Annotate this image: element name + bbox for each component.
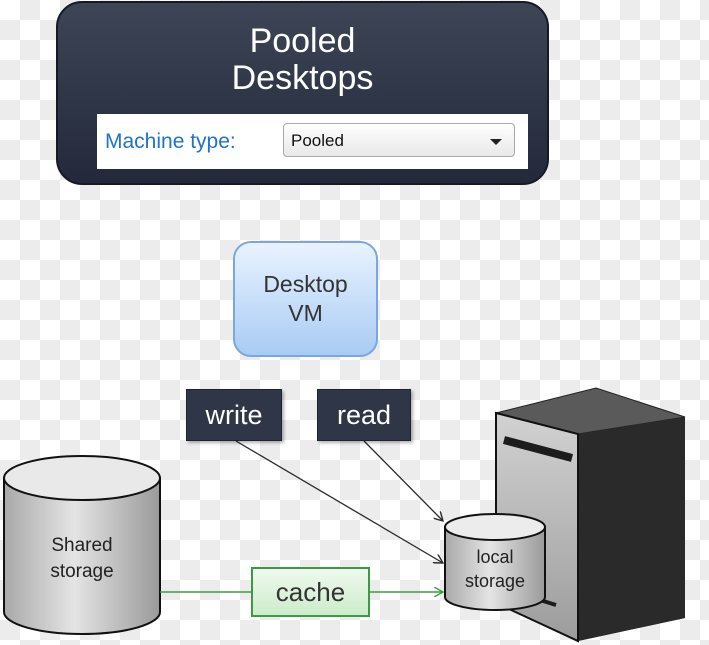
cache-label-box: cache <box>251 567 370 617</box>
read-label-box: read <box>317 389 411 441</box>
shared-storage-label-line1: Shared <box>51 535 112 556</box>
local-storage-label-line2: storage <box>465 571 525 591</box>
pooled-desktops-panel: Pooled Desktops Machine type: Pooled <box>56 1 549 185</box>
machine-type-select[interactable]: Pooled <box>283 123 515 157</box>
panel-title-line2: Desktops <box>231 59 374 97</box>
write-arrow <box>235 440 443 563</box>
machine-type-row: Machine type: Pooled <box>97 114 528 169</box>
dropdown-caret-icon <box>490 139 502 145</box>
write-label-box: write <box>186 389 282 441</box>
panel-title: Pooled Desktops <box>58 23 547 97</box>
read-arrow <box>363 440 443 521</box>
local-storage-cylinder <box>444 513 546 611</box>
shared-storage-label-line2: storage <box>50 561 113 582</box>
local-storage-label-line1: local <box>476 547 513 567</box>
panel-title-line1: Pooled <box>249 22 356 60</box>
machine-type-label: Machine type: <box>105 130 236 153</box>
desktop-vm-line2: VM <box>288 300 323 326</box>
machine-type-value: Pooled <box>291 131 344 150</box>
desktop-vm-line1: Desktop <box>263 271 348 297</box>
shared-storage-cylinder <box>3 455 161 635</box>
desktop-vm-box: Desktop VM <box>233 241 378 357</box>
